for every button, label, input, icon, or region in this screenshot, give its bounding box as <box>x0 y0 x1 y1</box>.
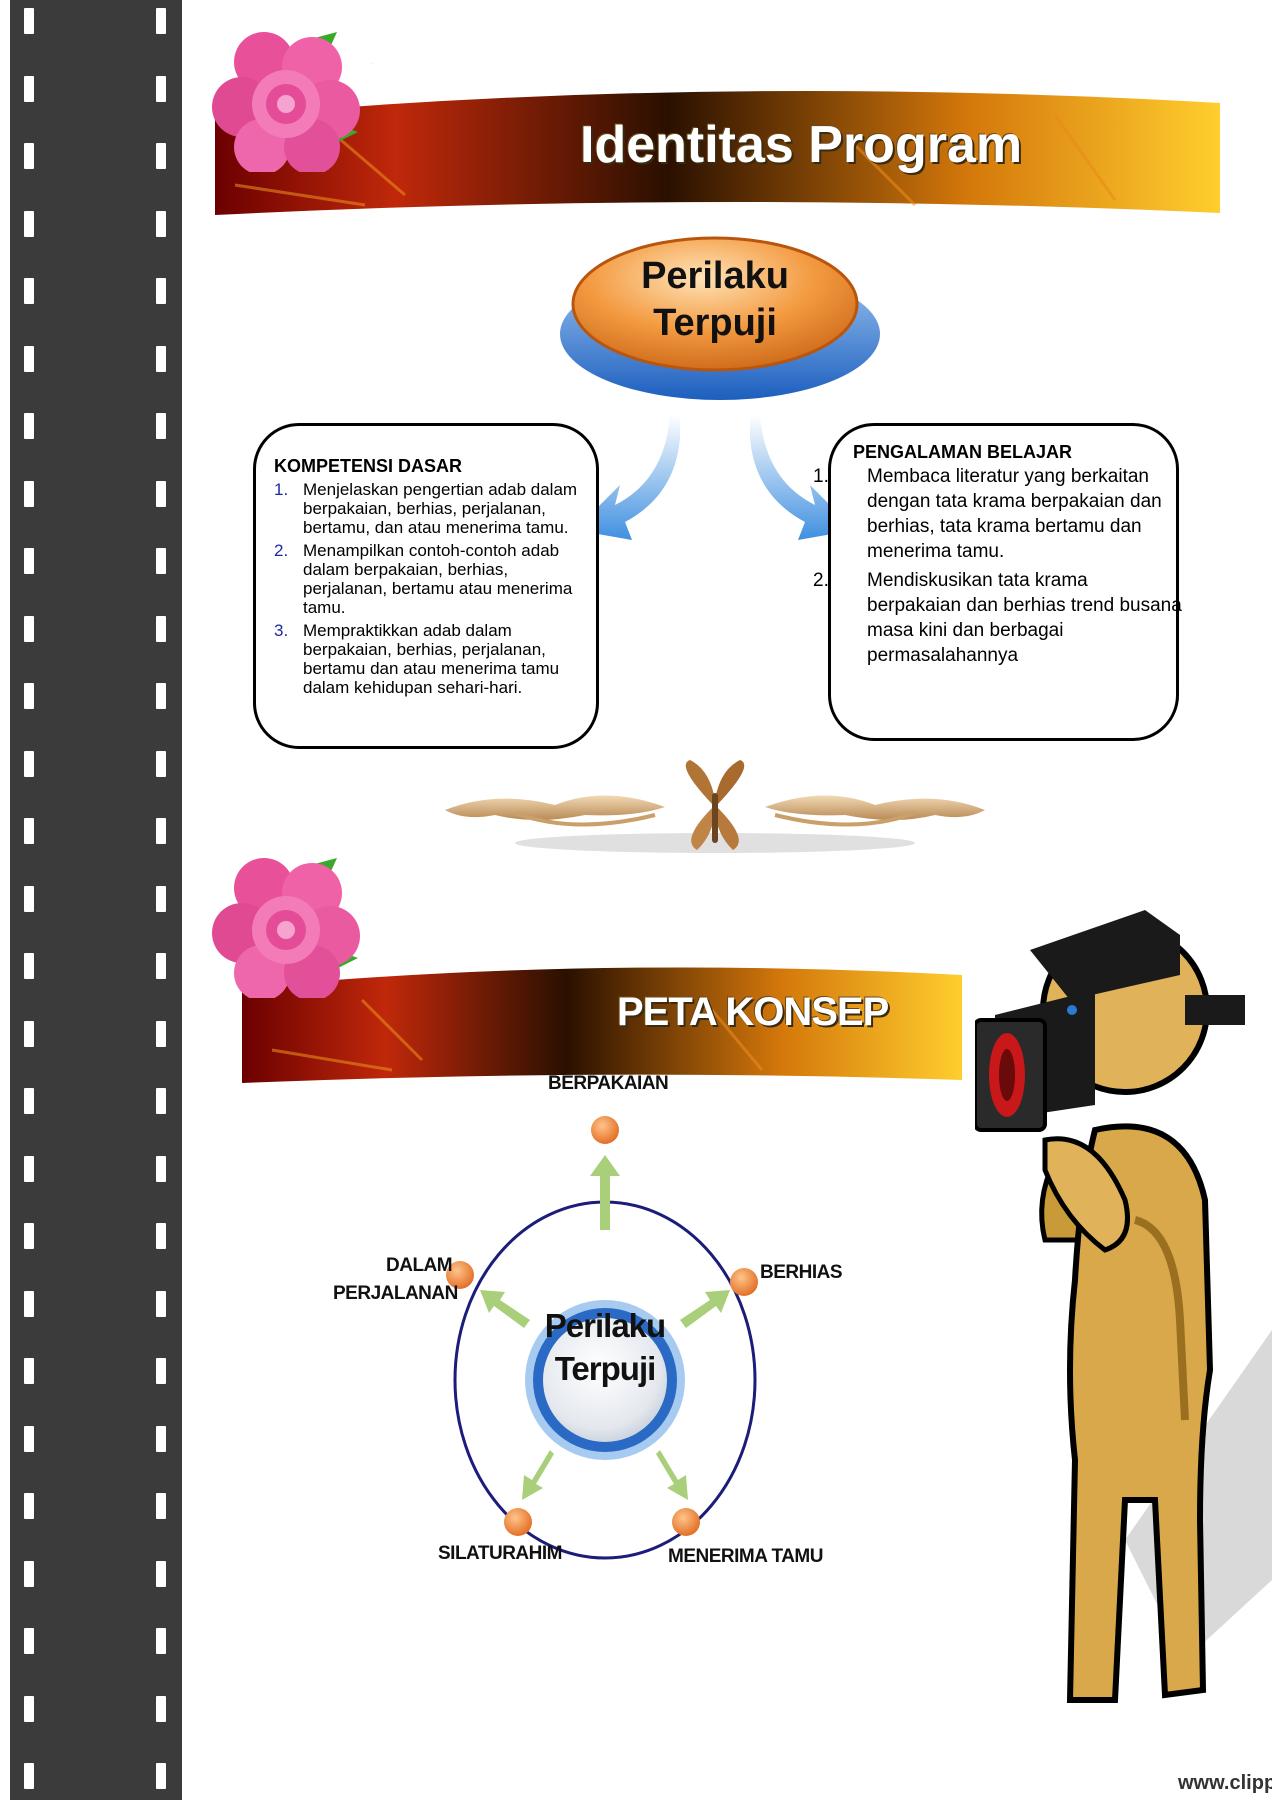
film-sprocket-hole <box>24 1425 34 1452</box>
film-sprocket-hole <box>156 548 166 574</box>
film-sprocket-hole <box>24 885 34 912</box>
film-sprocket-hole <box>156 1560 166 1587</box>
node-silaturahim <box>504 1508 532 1536</box>
film-sprocket-hole <box>24 750 34 777</box>
film-sprocket-hole <box>156 1695 166 1722</box>
film-sprocket-hole <box>24 8 34 34</box>
film-sprocket-hole <box>24 1223 34 1249</box>
film-sprocket-hole <box>156 143 166 169</box>
flower-decoration <box>212 858 360 998</box>
film-sprocket-hole <box>156 413 166 439</box>
film-sprocket-hole <box>24 953 34 979</box>
list-item: 1.Membaca literatur yang berkaitan denga… <box>813 466 1162 562</box>
film-sprocket-hole <box>156 278 166 304</box>
film-sprocket-hole <box>24 615 34 642</box>
film-sprocket-hole <box>156 8 166 34</box>
label-menerima-tamu: MENERIMA TAMU <box>668 1546 823 1567</box>
pengalaman-belajar-box: PENGALAMAN BELAJAR 1.Membaca literatur y… <box>813 423 1182 741</box>
concept-center-line1: Perilaku <box>544 1307 666 1344</box>
concept-arrows <box>480 1155 730 1500</box>
film-sprocket-hole <box>156 345 166 372</box>
film-sprocket-hole <box>24 75 34 102</box>
node-perjalanan <box>446 1261 474 1289</box>
topic-oval <box>560 236 880 400</box>
butterfly-divider-ornament <box>445 760 985 853</box>
node-berpakaian <box>591 1116 619 1144</box>
node-berhias <box>730 1268 758 1296</box>
film-sprocket-hole <box>156 885 166 912</box>
film-sprocket-hole <box>24 210 34 237</box>
film-sprocket-hole <box>24 1560 34 1587</box>
film-sprocket-hole <box>156 75 166 102</box>
topic-title-line1: Perilaku <box>641 255 789 297</box>
film-sprocket-hole <box>156 1223 166 1249</box>
list-item: 2.Menampilkan contoh-contoh adab dalam b… <box>274 541 573 617</box>
film-sprocket-hole <box>156 480 166 507</box>
label-dalam: DALAM <box>386 1255 453 1276</box>
film-sprocket-hole <box>156 615 166 642</box>
film-sprocket-hole <box>156 1763 166 1789</box>
film-sprocket-hole <box>24 683 34 709</box>
film-sprocket-hole <box>156 1088 166 1114</box>
film-sprocket-hole <box>24 143 34 169</box>
kompetensi-dasar-box: KOMPETENSI DASAR 1.Menjelaskan pengertia… <box>253 423 599 749</box>
film-sprocket-hole <box>24 548 34 574</box>
section-title-identitas: Identitas Program <box>580 116 1023 174</box>
film-sprocket-hole <box>24 278 34 304</box>
film-sprocket-hole <box>24 345 34 372</box>
film-sprocket-hole <box>156 1155 166 1182</box>
film-sprocket-hole <box>156 1290 166 1317</box>
film-sprocket-hole <box>24 1763 34 1789</box>
film-sprocket-hole <box>156 1358 166 1384</box>
film-sprocket-hole <box>156 683 166 709</box>
identitas-banner: Identitas Program <box>214 55 1221 225</box>
node-menerima-tamu <box>672 1508 700 1536</box>
film-sprocket-hole <box>24 818 34 844</box>
film-sprocket-hole <box>24 480 34 507</box>
film-sprocket-hole <box>156 210 166 237</box>
cameraman-illustration <box>975 910 1272 1703</box>
list-item: 2.Mendiskusikan tata krama berpakaian da… <box>813 570 1182 666</box>
concept-center-line2: Terpuji <box>554 1350 657 1387</box>
film-sprocket-hole <box>24 413 34 439</box>
label-berhias: BERHIAS <box>760 1262 843 1283</box>
film-sprocket-hole <box>156 1628 166 1654</box>
arrow-to-kompetensi <box>575 415 680 540</box>
label-perjalanan: PERJALANAN <box>333 1283 458 1304</box>
list-item: 3.Mempraktikkan adab dalam berpakaian, b… <box>274 621 560 697</box>
film-sprocket-hole <box>156 1020 166 1047</box>
film-sprocket-hole <box>24 1290 34 1317</box>
label-berpakaian: BERPAKAIAN <box>548 1073 669 1094</box>
clipart-watermark: www.clippa <box>1178 1772 1272 1794</box>
section-title-peta-konsep: PETA KONSEP <box>617 990 889 1034</box>
list-item: 1.Menjelaskan pengertian adab dalam berp… <box>274 480 578 537</box>
label-silaturahim: SILATURAHIM <box>438 1543 562 1564</box>
film-sprocket-hole <box>24 1358 34 1384</box>
topic-title-line2: Terpuji <box>653 302 777 344</box>
film-sprocket-hole <box>24 1155 34 1182</box>
concept-map <box>446 1116 758 1560</box>
film-sprocket-hole <box>156 1493 166 1519</box>
flower-decoration <box>212 32 372 172</box>
film-sprocket-hole <box>24 1493 34 1519</box>
kompetensi-heading: KOMPETENSI DASAR <box>274 456 463 476</box>
pengalaman-list: 1.Membaca literatur yang berkaitan denga… <box>813 464 1183 668</box>
film-sprocket-hole <box>24 1628 34 1654</box>
film-sprocket-hole <box>156 953 166 979</box>
film-sprocket-hole <box>156 1425 166 1452</box>
film-sprocket-hole <box>24 1695 34 1722</box>
pengalaman-heading: PENGALAMAN BELAJAR <box>853 442 1073 462</box>
film-sprocket-hole <box>24 1020 34 1047</box>
film-sprocket-hole <box>156 818 166 844</box>
film-sprocket-hole <box>24 1088 34 1114</box>
film-strip-border <box>10 0 182 1800</box>
kompetensi-list: 1.Menjelaskan pengertian adab dalam berp… <box>274 480 586 697</box>
film-sprocket-hole <box>156 750 166 777</box>
